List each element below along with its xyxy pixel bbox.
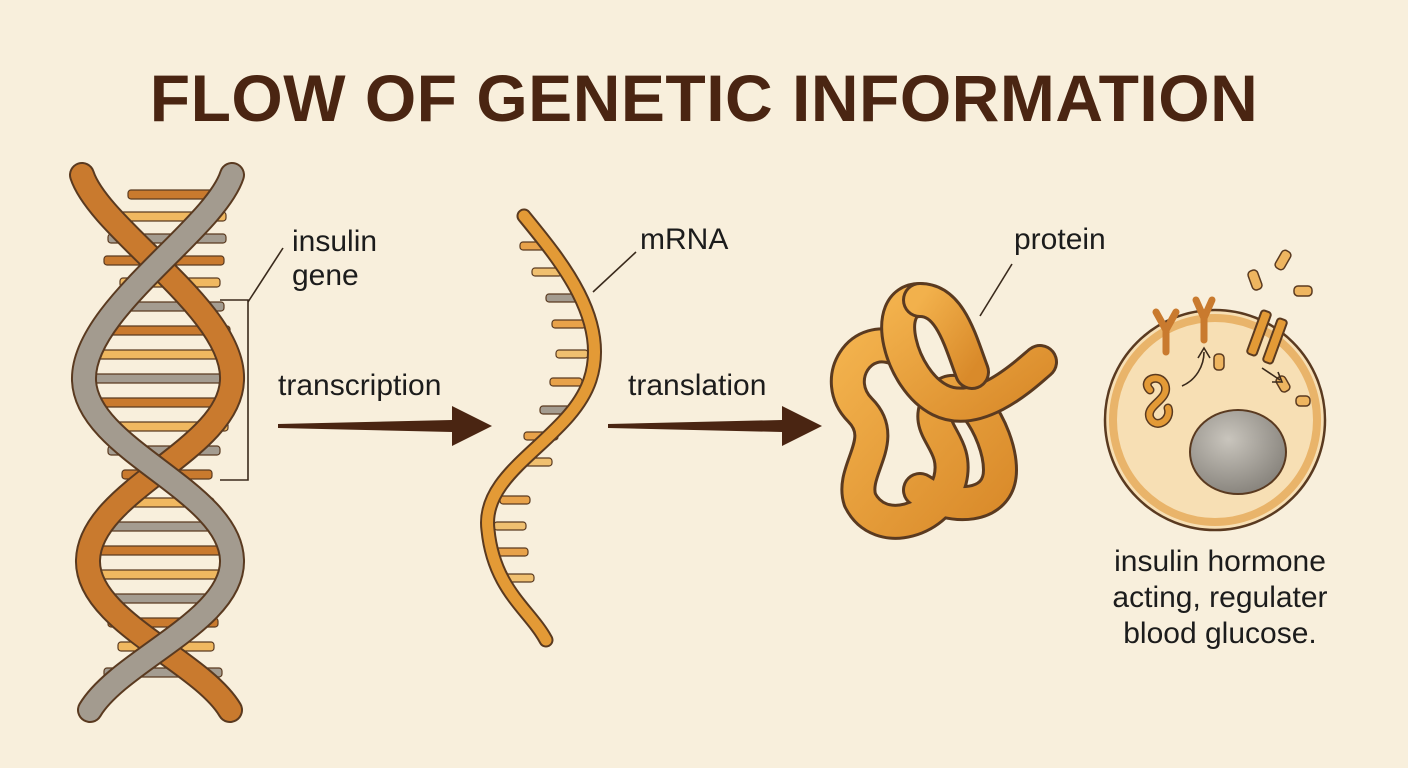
mrna-pointer bbox=[592, 251, 637, 293]
protein-label: protein bbox=[1014, 223, 1106, 256]
cell-caption-line3: blood glucose. bbox=[1123, 617, 1317, 650]
cell-icon bbox=[1103, 249, 1327, 532]
protein-icon bbox=[829, 282, 1058, 540]
mrna-strand-icon bbox=[480, 208, 602, 648]
gene-bracket bbox=[220, 247, 284, 481]
transcription-arrow bbox=[278, 406, 492, 446]
cell-caption-line2: acting, regulater bbox=[1112, 581, 1328, 614]
page-title: FLOW OF GENETIC INFORMATION bbox=[149, 61, 1259, 135]
nucleus bbox=[1189, 409, 1287, 495]
translation-arrow bbox=[608, 406, 822, 446]
insulin-gene-label-line2: gene bbox=[292, 259, 359, 292]
transcription-label: transcription bbox=[278, 369, 442, 402]
insulin-gene-label-line1: insulin bbox=[292, 225, 378, 258]
dna-helix-icon bbox=[69, 162, 245, 723]
cell-caption-line1: insulin hormone bbox=[1114, 545, 1326, 578]
protein-pointer bbox=[979, 263, 1013, 317]
mrna-label: mRNA bbox=[640, 223, 729, 256]
translation-label: translation bbox=[628, 369, 767, 402]
